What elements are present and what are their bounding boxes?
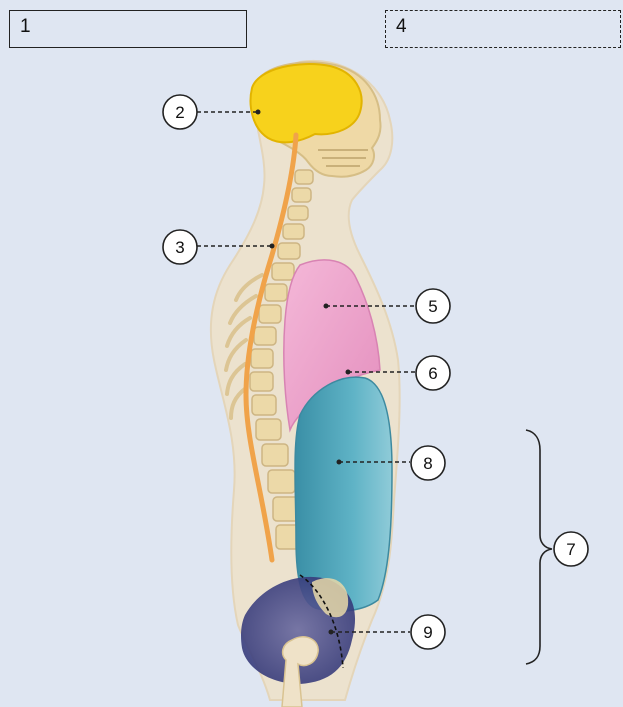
callout-7-label: 7 (566, 540, 575, 559)
callout-8: 8 (411, 446, 445, 480)
callout-5: 5 (416, 289, 450, 323)
callout-9: 9 (411, 615, 445, 649)
callout-8-label: 8 (423, 454, 432, 473)
callout-6-label: 6 (428, 364, 437, 383)
abdominopelvic-bracket (526, 430, 552, 664)
callout-6: 6 (416, 356, 450, 390)
callout-9-label: 9 (423, 623, 432, 642)
callout-7: 7 (554, 532, 588, 566)
abdominal-cavity (295, 377, 392, 611)
callout-2: 2 (163, 95, 197, 129)
callout-5-label: 5 (428, 297, 437, 316)
callout-2-label: 2 (175, 103, 184, 122)
callout-3: 3 (163, 230, 197, 264)
callout-3-label: 3 (175, 238, 184, 257)
